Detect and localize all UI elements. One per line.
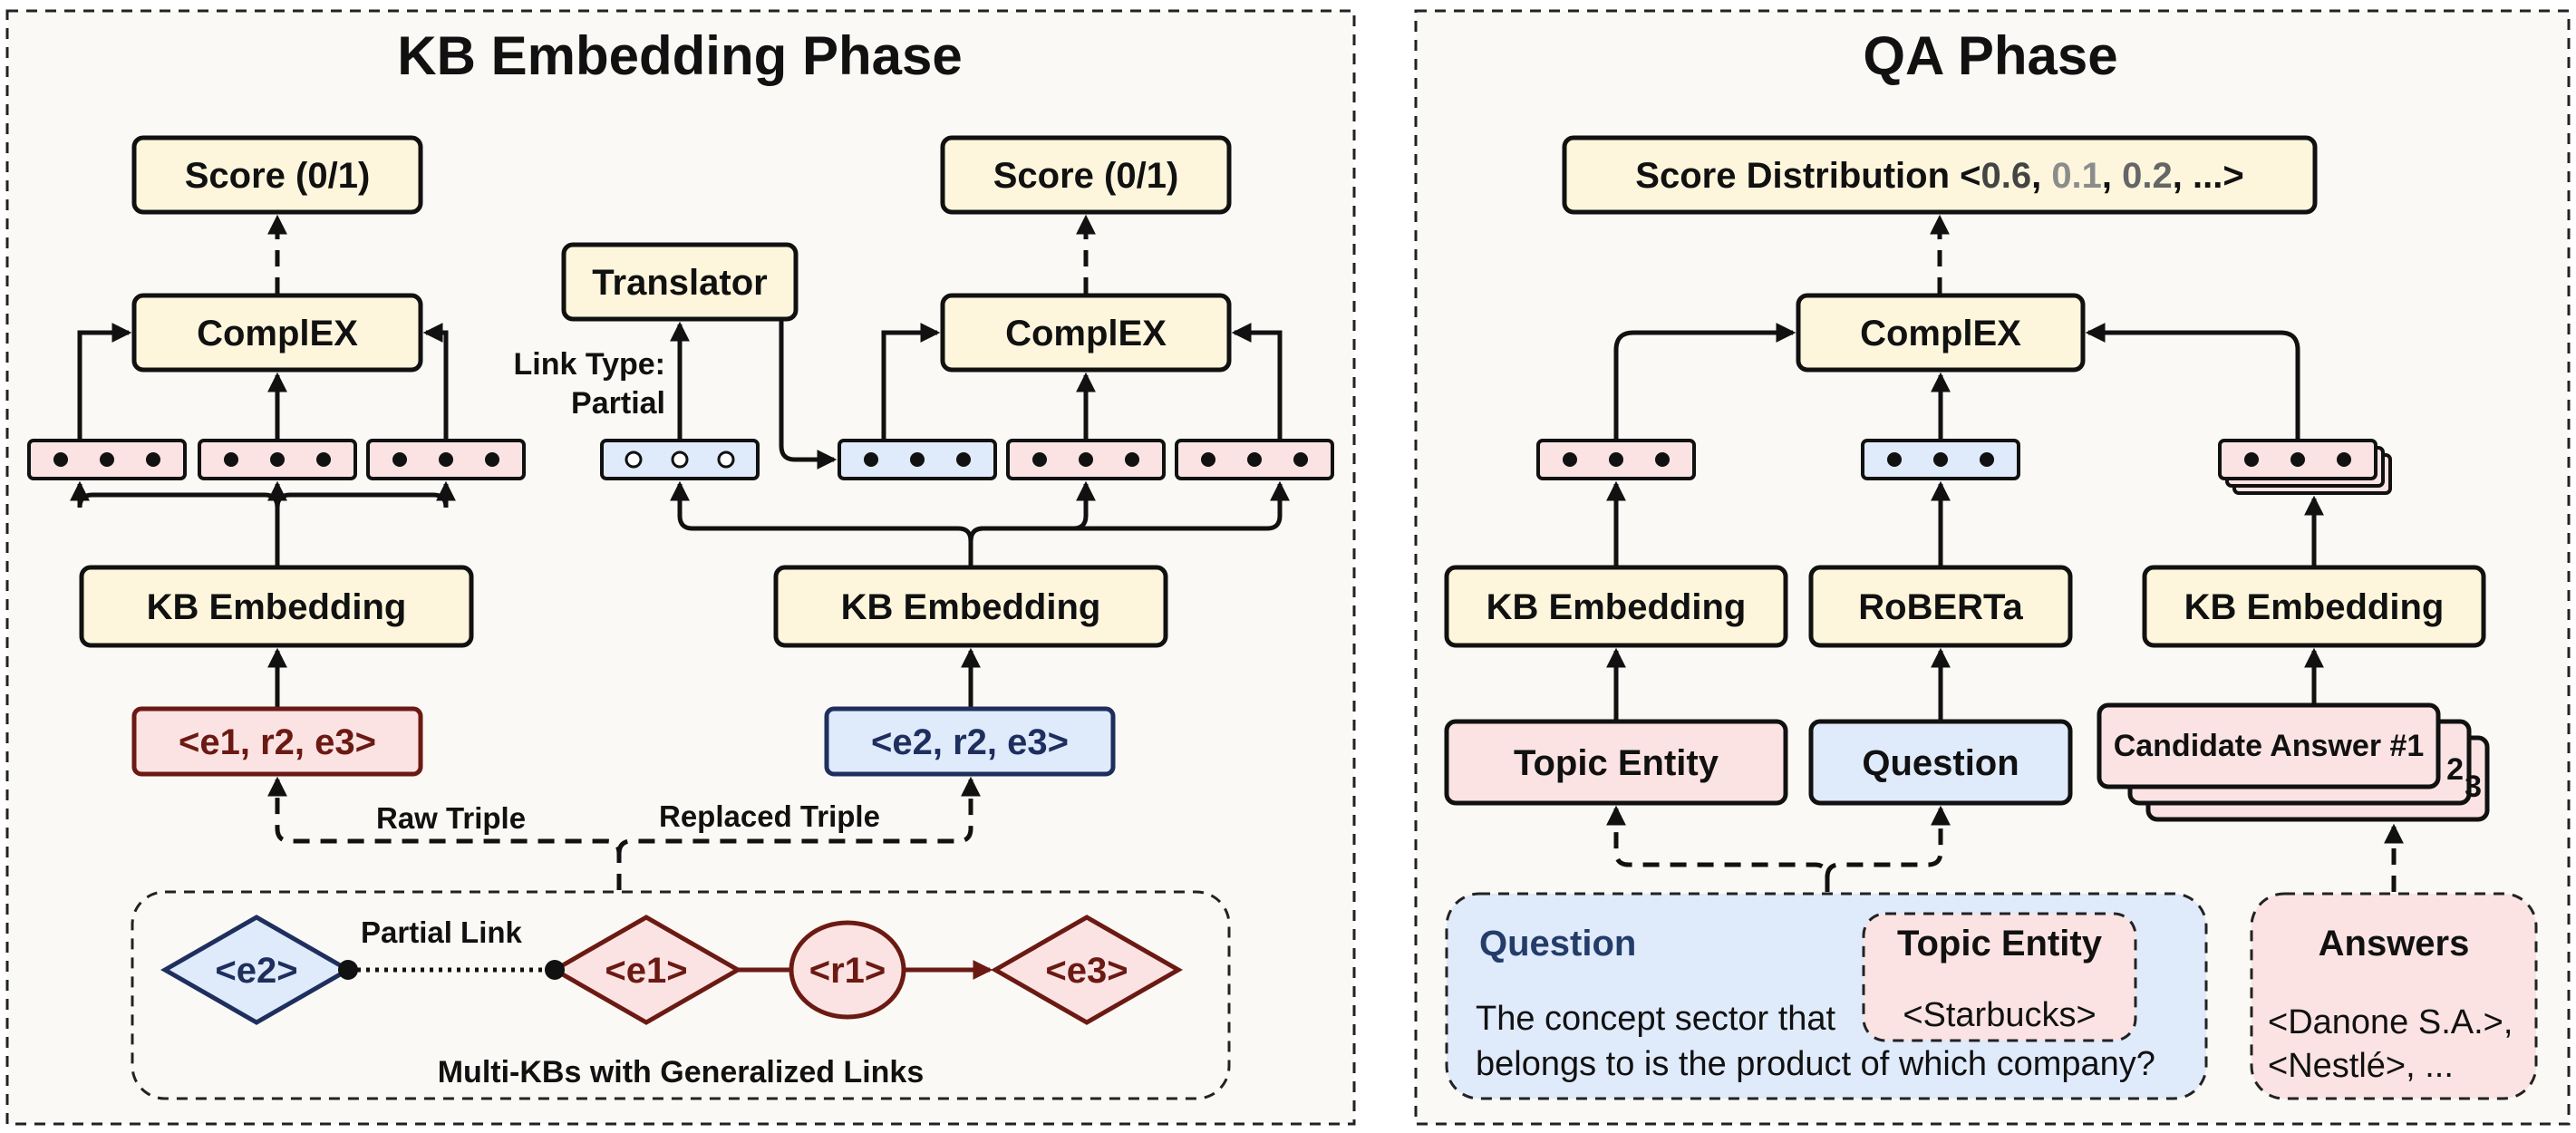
svg-text:RoBERTa: RoBERTa bbox=[1858, 587, 2023, 627]
vector-right-3 bbox=[1175, 439, 1334, 480]
link-type-label: Link Type: bbox=[514, 347, 666, 382]
qa-vector-candidates-stack bbox=[2218, 439, 2392, 495]
replaced-triple-box: <e2, r2, e3> bbox=[824, 706, 1116, 777]
svg-text:KB Embedding: KB Embedding bbox=[841, 587, 1101, 627]
svg-text:ComplEX: ComplEX bbox=[1005, 314, 1167, 353]
answers-line2: <Nestlé>, ... bbox=[2268, 1047, 2454, 1085]
vector-left-1 bbox=[27, 439, 187, 480]
svg-text:<e1>: <e1> bbox=[605, 951, 687, 991]
node-e2: <e2> bbox=[160, 915, 353, 1025]
svg-text:ComplEX: ComplEX bbox=[197, 314, 358, 353]
question-text-line2: belongs to is the product of which compa… bbox=[1476, 1045, 2155, 1083]
arrow-vec-to-complex-right-3 bbox=[1231, 322, 1283, 439]
answers-heading: Answers bbox=[2319, 924, 2470, 964]
question-heading: Question bbox=[1479, 924, 1636, 964]
complex-box-right: ComplEX bbox=[940, 293, 1232, 373]
arrow-vec-to-complex-left-1 bbox=[77, 322, 132, 439]
svg-text:<Starbucks>: <Starbucks> bbox=[1903, 996, 2096, 1034]
candidate-answer-stack: 3 2 Candidate Answer #1 bbox=[2097, 702, 2490, 822]
node-r1: <r1> bbox=[789, 920, 906, 1020]
score-box-right: Score (0/1) bbox=[940, 135, 1232, 215]
raw-triple-label: Raw Triple bbox=[376, 801, 526, 835]
score-distribution-box: Score Distribution <0.6, 0.1, 0.2, ...> bbox=[1562, 135, 2318, 215]
svg-text:Topic Entity: Topic Entity bbox=[1897, 924, 2103, 964]
svg-text:<e2>: <e2> bbox=[215, 951, 297, 991]
qa-complex-box: ComplEX bbox=[1796, 293, 2086, 373]
vector-right-1 bbox=[838, 439, 997, 480]
svg-text:KB Embedding: KB Embedding bbox=[2184, 587, 2445, 627]
qa-kb-embedding-box-right: KB Embedding bbox=[2142, 565, 2486, 648]
svg-text:<r1>: <r1> bbox=[809, 951, 886, 991]
partial-link-label: Partial Link bbox=[361, 915, 523, 949]
qa-kb-embedding-box-left: KB Embedding bbox=[1444, 565, 1788, 648]
dashed-to-replaced-triple bbox=[616, 776, 982, 855]
svg-text:Translator: Translator bbox=[592, 263, 767, 303]
raw-triple-box: <e1, r2, e3> bbox=[131, 706, 423, 777]
complex-box-left: ComplEX bbox=[131, 293, 423, 373]
dashed-to-question bbox=[1825, 805, 1951, 878]
roberta-box: RoBERTa bbox=[1808, 565, 2073, 648]
answers-box: Answers <Danone S.A.>, <Nestlé>, ... bbox=[2250, 892, 2538, 1100]
candidate-number-2: 2 bbox=[2446, 752, 2464, 787]
arrow-translator-to-vector bbox=[779, 319, 838, 470]
kb-embedding-phase-panel: KB Embedding Phase Score (0/1) Score (0/… bbox=[5, 9, 1356, 1126]
topic-entity-box: Topic Entity bbox=[1444, 719, 1788, 806]
arrow-topic-vec-to-complex bbox=[1613, 322, 1796, 439]
qa-vector-question bbox=[1861, 439, 2020, 480]
vector-left-2 bbox=[198, 439, 357, 480]
right-panel-title: QA Phase bbox=[1863, 25, 2117, 86]
svg-text:KB Embedding: KB Embedding bbox=[147, 587, 407, 627]
svg-text:Score (0/1): Score (0/1) bbox=[185, 156, 371, 196]
fanout-right-far bbox=[968, 480, 1291, 542]
vector-left-3 bbox=[366, 439, 526, 480]
question-context-box: Question Topic Entity <Starbucks> The co… bbox=[1445, 892, 2208, 1100]
link-type-value: Partial bbox=[571, 386, 665, 421]
kb-embedding-box-right: KB Embedding bbox=[773, 565, 1168, 648]
topic-entity-highlight: Topic Entity <Starbucks> bbox=[1862, 912, 2137, 1042]
svg-text:KB Embedding: KB Embedding bbox=[1487, 587, 1747, 627]
replaced-triple-label: Replaced Triple bbox=[659, 799, 880, 833]
graph-caption: Multi-KBs with Generalized Links bbox=[438, 1055, 925, 1089]
arrow-vec-to-complex-right-1 bbox=[881, 322, 941, 439]
question-text-line1: The concept sector that bbox=[1476, 1000, 1836, 1038]
svg-text:<e3>: <e3> bbox=[1045, 951, 1128, 991]
score-box-left: Score (0/1) bbox=[131, 135, 423, 215]
svg-text:ComplEX: ComplEX bbox=[1860, 314, 2021, 353]
kb-embedding-box-left: KB Embedding bbox=[79, 565, 474, 648]
question-input-box: Question bbox=[1808, 719, 2073, 806]
svg-text:Question: Question bbox=[1862, 743, 2019, 783]
arrow-candidate-vec-to-complex bbox=[2085, 322, 2300, 439]
svg-text:Topic Entity: Topic Entity bbox=[1514, 743, 1719, 783]
translator-box: Translator bbox=[561, 242, 799, 322]
fanout-left-right bbox=[275, 480, 457, 508]
svg-text:Score Distribution <0.6, 0.1,: Score Distribution <0.6, 0.1, 0.2, ...> bbox=[1635, 156, 2243, 196]
node-e3: <e3> bbox=[990, 915, 1184, 1025]
qa-phase-panel: QA Phase Score Distribution <0.6, 0.1, 0… bbox=[1414, 9, 2571, 1126]
vector-relation-hollow bbox=[600, 439, 760, 480]
svg-text:<e1, r2, e3>: <e1, r2, e3> bbox=[179, 722, 376, 762]
node-e1: <e1> bbox=[549, 915, 743, 1025]
vector-right-2 bbox=[1006, 439, 1166, 480]
answers-line1: <Danone S.A.>, bbox=[2268, 1003, 2513, 1041]
candidate-answer-label: Candidate Answer #1 bbox=[2114, 729, 2425, 763]
left-panel-title: KB Embedding Phase bbox=[397, 25, 962, 86]
multi-kb-graph: <e2> <e1> <r1> <e3> Partial Link Multi-K… bbox=[131, 890, 1231, 1100]
candidate-number-3: 3 bbox=[2465, 770, 2482, 804]
arrow-vec-to-complex-left-3 bbox=[422, 322, 449, 439]
svg-text:Score (0/1): Score (0/1) bbox=[993, 156, 1179, 196]
qa-vector-topic bbox=[1536, 439, 1696, 480]
svg-text:<e2, r2, e3>: <e2, r2, e3> bbox=[871, 722, 1069, 762]
